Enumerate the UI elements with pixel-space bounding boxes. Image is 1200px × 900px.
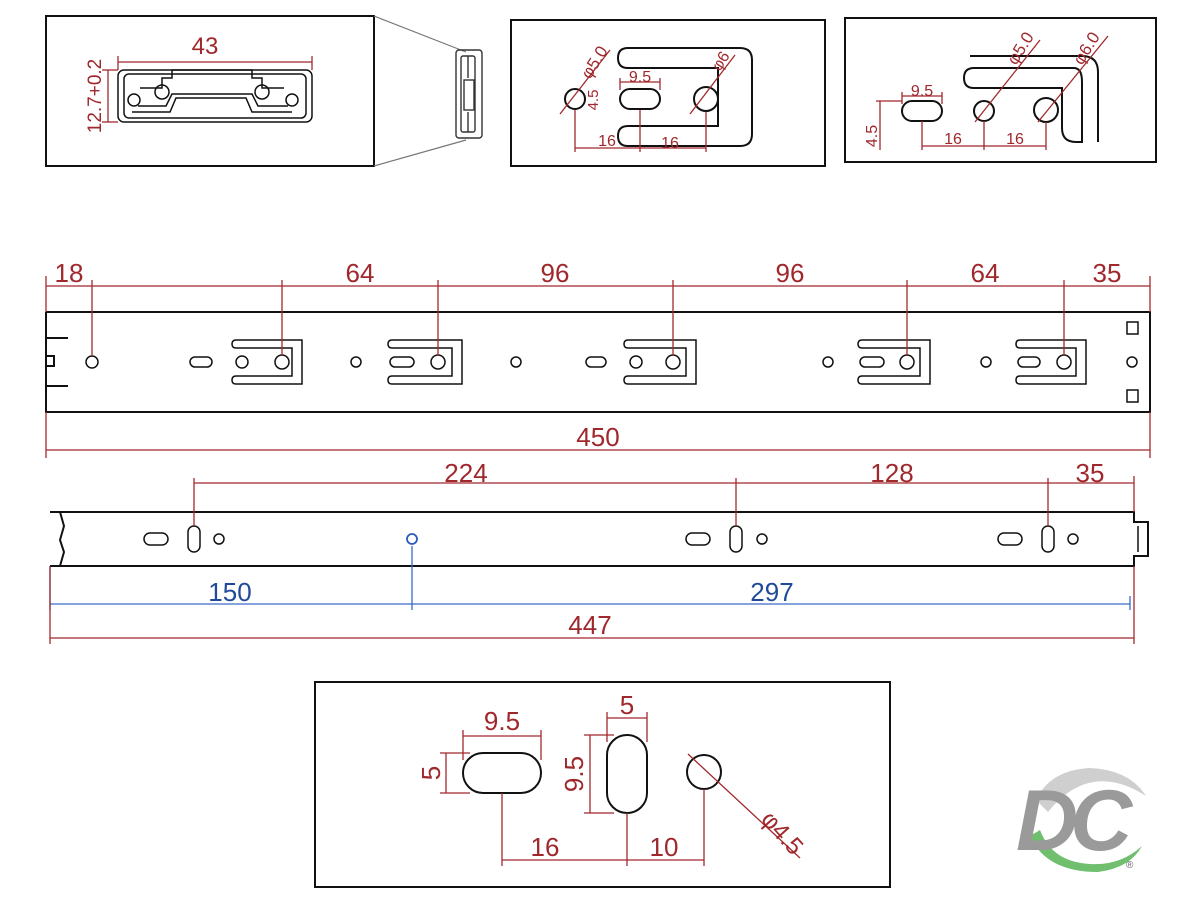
front-h-dim: 4.5 xyxy=(585,90,602,111)
svg-text:®: ® xyxy=(1126,860,1134,871)
outer-dim-end: 35 xyxy=(1093,258,1122,288)
round-hole xyxy=(510,356,522,368)
bracket-group-2 xyxy=(387,339,463,385)
outer-rail: 18 64 96 96 64 35 450 xyxy=(45,258,1151,458)
detail-front: φ5.0 φ6 9.5 4.5 16 16 xyxy=(510,19,826,167)
detail-front-frame xyxy=(510,19,826,167)
slot-hole xyxy=(619,88,661,110)
round-hole xyxy=(980,356,992,368)
hole-slot-height: 5 xyxy=(416,766,446,780)
inner-total-dim: 447 xyxy=(568,610,611,640)
bracket-outline xyxy=(970,55,1099,142)
front-b-dim: 16 xyxy=(661,135,679,152)
hole-spacing-b: 10 xyxy=(650,832,679,862)
perspective-line xyxy=(373,139,467,167)
bracket-group-3 xyxy=(585,339,697,385)
round-hole xyxy=(350,356,362,368)
inner-blue-dim-1: 150 xyxy=(208,577,251,607)
inner-rail: 224 128 35 150 297 447 xyxy=(49,458,1149,644)
hole-slot-width: 9.5 xyxy=(484,706,520,736)
rail-profile xyxy=(117,69,313,123)
rear-slot-dim: 9.5 xyxy=(911,83,933,100)
width-dim: 43 xyxy=(192,33,219,60)
outer-dim-3: 96 xyxy=(776,258,805,288)
section-view: 43 12.7+0.2 xyxy=(45,15,483,167)
hole-set-1 xyxy=(143,525,225,553)
hole-detail-frame xyxy=(314,681,891,888)
outer-dim-1: 64 xyxy=(346,258,375,288)
bracket-outline xyxy=(962,67,1083,143)
bracket-group-1 xyxy=(189,339,303,385)
inner-dim-1: 224 xyxy=(444,458,487,488)
perspective-line xyxy=(373,15,467,53)
inner-dim-end: 35 xyxy=(1076,458,1105,488)
section-view-frame xyxy=(45,15,375,167)
rear-a-dim: 16 xyxy=(944,131,962,148)
hole-set-2 xyxy=(685,525,768,553)
hole-set-3 xyxy=(997,525,1079,553)
front-a-dim: 16 xyxy=(598,133,616,150)
round-hole xyxy=(1126,356,1138,368)
round-hole xyxy=(822,356,834,368)
front-slot-dim: 9.5 xyxy=(629,69,651,86)
square-hole xyxy=(1126,389,1139,403)
round-hole xyxy=(85,355,99,369)
bracket-group-4 xyxy=(857,339,931,385)
rear-b-dim: 16 xyxy=(1006,131,1024,148)
hole-spacing-a: 16 xyxy=(531,832,560,862)
hole-detail: 9.5 5 5 9.5 16 10 φ4.5 xyxy=(314,681,891,888)
hole-vslot-width: 5 xyxy=(620,690,634,720)
bracket-group-5 xyxy=(1015,339,1087,385)
logo-text: DC xyxy=(1016,773,1134,869)
height-dim: 12.7+0.2 xyxy=(85,59,106,134)
detail-rear: φ5.0 φ6.0 9.5 4.5 16 16 xyxy=(844,17,1157,163)
dc-logo: DC ® xyxy=(1016,768,1146,872)
outer-dim-4: 64 xyxy=(971,258,1000,288)
inner-dim-2: 128 xyxy=(870,458,913,488)
inner-blue-dim-2: 297 xyxy=(750,577,793,607)
rear-h-dim: 4.5 xyxy=(864,125,881,147)
round-hole xyxy=(564,88,586,110)
outer-dim-start: 18 xyxy=(55,258,84,288)
round-hole xyxy=(693,86,719,112)
outer-dim-2: 96 xyxy=(541,258,570,288)
inner-rail-body xyxy=(50,511,1149,567)
rail-end-3d xyxy=(455,49,483,139)
blue-reference-hole xyxy=(406,533,418,545)
square-hole xyxy=(1126,321,1139,335)
hole-vslot-height: 9.5 xyxy=(559,756,589,792)
bracket-outline xyxy=(616,47,753,147)
outer-total-dim: 450 xyxy=(576,422,619,452)
